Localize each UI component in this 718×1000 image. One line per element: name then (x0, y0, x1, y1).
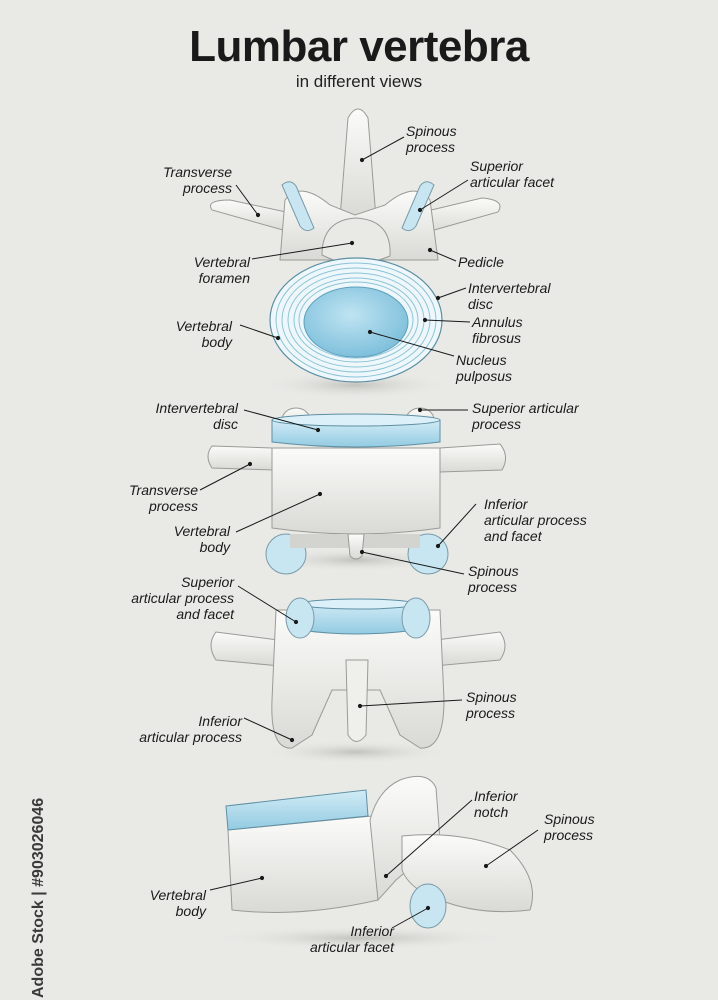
label-top-pedicle: Pedicle (458, 254, 504, 270)
label-top-intervertebral-disc: Intervertebral disc (468, 280, 551, 312)
label-top-vertebral-body: Vertebral body (175, 318, 232, 350)
label-anterior-superior-articular-process: Superior articular process (472, 400, 579, 432)
stock-watermark: Adobe Stock | #903026046 (8, 758, 47, 998)
label-top-vertebral-foramen: Vertebral foramen (193, 254, 250, 286)
label-posterior-inferior-articular-process: Inferior articular process (139, 713, 242, 745)
label-anterior-intervertebral-disc: Intervertebral disc (155, 400, 238, 432)
label-top-transverse-process: Transverse process (163, 164, 232, 196)
leader-lines (199, 136, 539, 929)
anterior-view (207, 407, 506, 575)
posterior-view (210, 597, 506, 764)
top-view (210, 108, 501, 399)
label-posterior-spinous-process: Spinous process (466, 689, 517, 721)
label-top-nucleus-pulposus: Nucleus pulposus (456, 352, 513, 384)
label-top-superior-articular-facet: Superior articular facet (470, 158, 555, 190)
label-anterior-inferior-articular-process-facet: Inferior articular process and facet (484, 496, 587, 544)
label-posterior-superior-articular-process-facet: Superior articular process and facet (131, 574, 234, 622)
lateral-view (210, 775, 533, 950)
label-lateral-vertebral-body: Vertebral body (149, 887, 206, 919)
page-title: Lumbar vertebra (189, 22, 529, 71)
label-anterior-vertebral-body: Vertebral body (173, 523, 230, 555)
stock-id-text: Adobe Stock | #903026046 (30, 797, 47, 998)
label-lateral-spinous-process: Spinous process (544, 811, 595, 843)
label-anterior-spinous-process: Spinous process (468, 563, 519, 595)
label-top-spinous-process: Spinous process (406, 123, 457, 155)
label-lateral-inferior-notch: Inferior notch (474, 788, 518, 820)
label-top-annulus-fibrosus: Annulus fibrosus (472, 314, 523, 346)
label-anterior-transverse-process: Transverse process (129, 482, 198, 514)
label-lateral-inferior-articular-facet: Inferior articular facet (309, 923, 394, 955)
page-subtitle: in different views (295, 72, 423, 91)
